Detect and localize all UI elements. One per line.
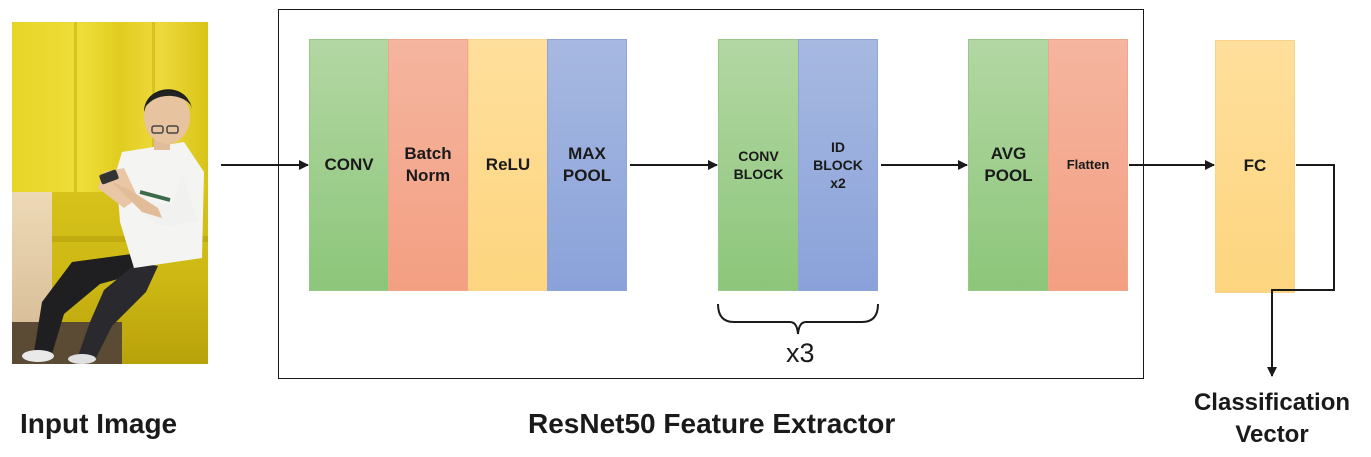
id-block-label-line3: x2: [830, 175, 846, 192]
classification-vector-caption-line2: Vector: [1235, 421, 1309, 449]
relu-label: ReLU: [485, 154, 531, 174]
relu-layer: ReLU: [468, 39, 548, 291]
id-block: ID BLOCK x2: [798, 39, 878, 291]
flatten-layer: Flatten: [1048, 39, 1128, 291]
batch-norm-label: Batch Norm: [404, 143, 451, 187]
avg-pool-label-line2: POOL: [984, 166, 1033, 185]
id-block-label: ID BLOCK x2: [813, 138, 863, 193]
person-figure: [22, 89, 204, 364]
conv-layer-label: CONV: [324, 154, 374, 174]
id-block-label-line1: ID: [831, 138, 845, 155]
repeat-label: x3: [786, 338, 815, 368]
fc-label: FC: [1243, 156, 1267, 176]
batch-norm-label-line1: Batch: [404, 143, 452, 163]
batch-norm-label-line2: Norm: [405, 166, 451, 185]
flatten-label: Flatten: [1066, 156, 1110, 172]
repeat-brace: [717, 303, 879, 335]
feature-extractor-caption: ResNet50 Feature Extractor: [528, 408, 896, 439]
conv-block-label-line1: CONV: [738, 147, 779, 164]
input-image-caption: Input Image: [20, 408, 178, 439]
conv-block: CONV BLOCK: [718, 39, 799, 291]
classification-vector-caption: Classification Vector: [1180, 387, 1364, 452]
conv-block-label-line2: BLOCK: [733, 166, 784, 182]
fc-layer: FC: [1215, 40, 1295, 293]
conv-block-label: CONV BLOCK: [734, 147, 784, 183]
classification-vector-caption-line1: Classification: [1193, 389, 1351, 416]
arrow-fc-to-output: [1267, 164, 1335, 377]
max-pool-label-line2: POOL: [562, 166, 612, 185]
max-pool-layer: MAX POOL: [547, 39, 627, 291]
max-pool-label-line1: MAX: [568, 143, 606, 163]
booth-seam: [74, 22, 77, 212]
feature-extractor-frame: [278, 9, 1144, 379]
avg-pool-label: AVG POOL: [984, 143, 1032, 187]
booth-seat-edge: [12, 236, 208, 242]
avg-pool-label-line1: AVG: [990, 143, 1027, 163]
input-image: [12, 22, 208, 364]
id-block-label-line2: BLOCK: [813, 156, 863, 173]
conv-layer: CONV: [309, 39, 389, 291]
batch-norm-layer: Batch Norm: [388, 39, 468, 291]
avg-pool-layer: AVG POOL: [968, 39, 1049, 291]
max-pool-label: MAX POOL: [563, 143, 611, 187]
